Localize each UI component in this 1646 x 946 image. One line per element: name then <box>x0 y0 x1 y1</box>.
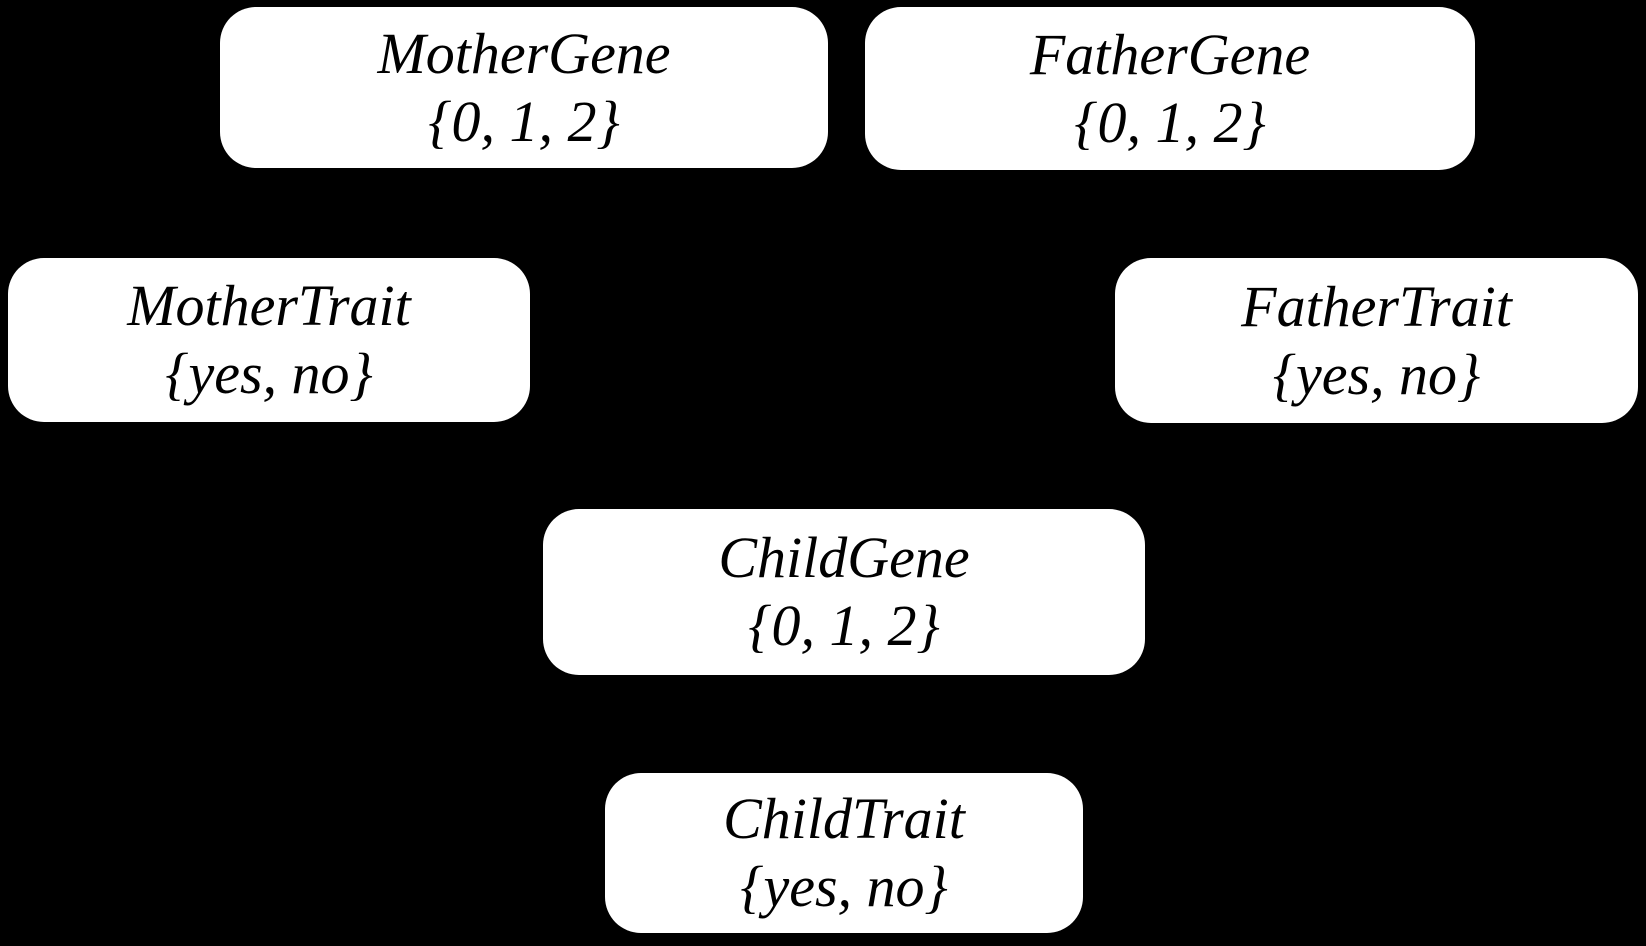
node-domain: {yes, no} <box>165 341 373 406</box>
node-mothertrait: MotherTrait {yes, no} <box>8 258 530 422</box>
node-label: ChildTrait <box>723 786 965 851</box>
node-domain: {yes, no} <box>1272 341 1481 407</box>
node-fathertrait: FatherTrait {yes, no} <box>1115 258 1638 423</box>
node-domain: {0, 1, 2} <box>1074 89 1266 155</box>
node-domain: {0, 1, 2} <box>428 88 620 154</box>
node-label: MotherTrait <box>127 273 411 338</box>
node-label: FatherTrait <box>1241 273 1512 339</box>
node-label: MotherGene <box>377 20 671 86</box>
node-label: ChildGene <box>718 525 970 590</box>
node-domain: {yes, no} <box>740 854 948 919</box>
node-domain: {0, 1, 2} <box>748 593 940 658</box>
node-childgene: ChildGene {0, 1, 2} <box>543 509 1145 675</box>
node-mothergene: MotherGene {0, 1, 2} <box>220 7 828 168</box>
node-label: FatherGene <box>1029 21 1311 87</box>
node-childtrait: ChildTrait {yes, no} <box>605 773 1083 933</box>
node-fathergene: FatherGene {0, 1, 2} <box>865 7 1475 170</box>
